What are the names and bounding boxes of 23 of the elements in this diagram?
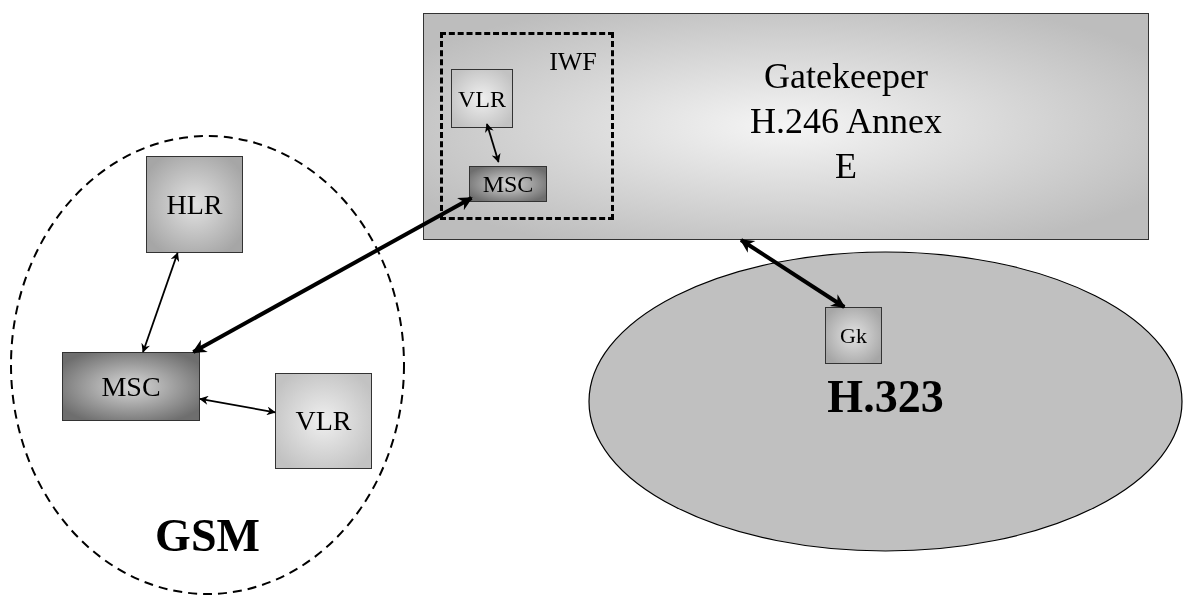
process-box (451, 69, 513, 128)
process-box (62, 352, 200, 421)
box-label: Gatekeeper H.246 Annex E (749, 55, 943, 188)
double-arrow (739, 238, 846, 309)
box-label: HLR (166, 190, 223, 219)
region-label: H.323 (826, 371, 945, 424)
process-box (825, 307, 882, 364)
box-label: Gk (840, 324, 867, 347)
process-box (275, 373, 372, 469)
box-label: VLR (295, 407, 352, 435)
region-label: IWF (548, 47, 598, 77)
process-box (469, 166, 547, 202)
box-label: MSC (101, 372, 161, 401)
region-label: GSM (154, 510, 261, 563)
box-label: MSC (482, 172, 534, 196)
process-box (146, 156, 243, 253)
dashed-box (440, 32, 614, 220)
double-arrow (141, 252, 180, 353)
gatekeeper-box (423, 13, 1149, 240)
double-arrow (485, 123, 501, 163)
double-arrow (199, 395, 276, 416)
box-label: VLR (458, 86, 506, 111)
double-arrow (192, 196, 473, 354)
